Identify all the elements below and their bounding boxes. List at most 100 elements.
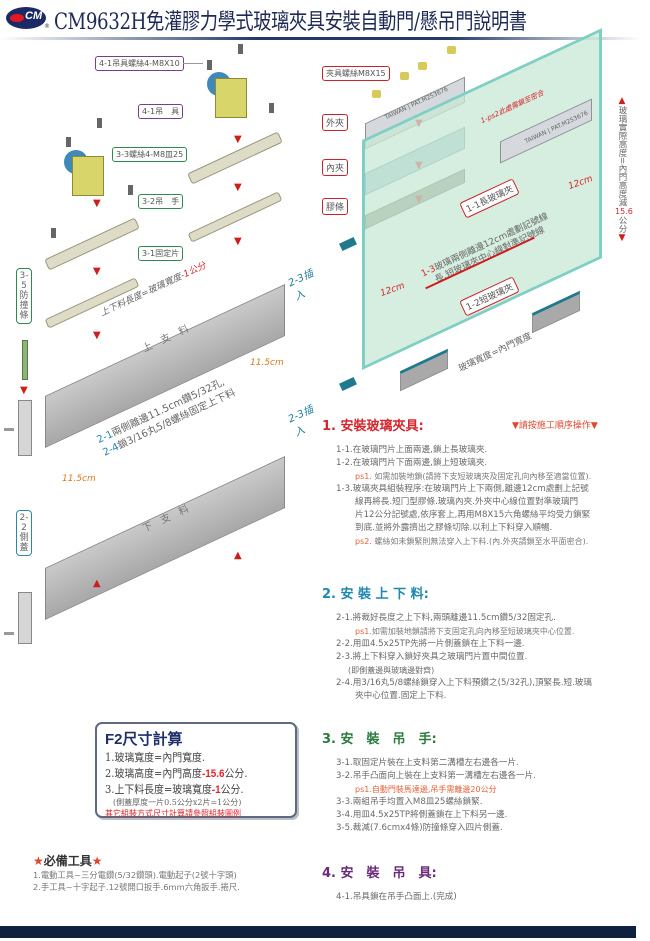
section-1-title: 1. 安裝玻璃夾具: (322, 419, 424, 434)
step-2-3: 2-3.將上下料穿入鎖好夾具之玻璃門片置中間位置. (336, 652, 528, 662)
label-hang-hand: 3-2吊 手 (138, 194, 184, 209)
hanger-assembly-right (205, 70, 251, 122)
step-3-4: 3-4.用皿4.5x25TP將側蓋鎖在上下料另一邊. (336, 810, 508, 820)
screw-icon (97, 118, 102, 128)
label-side-cover: 2-2 側 蓋 (16, 510, 32, 556)
f2-line-3-text: 3.上下料長度=玻璃寬度 (105, 783, 212, 796)
screw-icon (4, 428, 14, 431)
required-tools: ★必備工具★ 1.電動工具~三分電鑽(5/32鑽頭).電動起子(2號十字頭) 2… (33, 852, 323, 893)
ps-label: ps1. (355, 472, 372, 481)
label-fixing-plate: 3-1固定片 (138, 246, 184, 261)
section-3-lines: 3-1.取固定片裝在上支料第二溝槽左右邊各一片. 3-2.吊手凸面向上裝在上支料… (322, 757, 642, 835)
f2-red-note: 其它組裝方式尺寸計算請參照組裝圖例 (105, 809, 241, 818)
screw-icon (66, 137, 71, 147)
exploded-diagram-left: 4-1吊具螺絲4-M8X10 4-1吊 具 3-3螺絲4-M8皿25 3-2吊 … (0, 40, 320, 644)
registered-mark: ® (44, 23, 50, 30)
ps-3-1: ps1.自動門裝馬達邊,吊手需離邊20公分 (336, 783, 642, 796)
section-install-hang-hands: 3. 安 裝 吊 手: 3-1.取固定片裝在上支料第二溝槽左右邊各一片. 3-2… (322, 728, 642, 835)
step-3-5: 3-5.裁減(7.6cmx4條)防撞條穿入四片側蓋. (336, 823, 503, 833)
step-1-3-cont-1: 線再將長.短冂型膠條.玻璃內夾.外夾中心線位置對準玻璃門 (355, 497, 579, 507)
section-install-rails: 2. 安 裝 上 下 料: 2-1.將裁好長度之上下料,兩頭離邊11.5cm鑽5… (322, 583, 642, 703)
screw-icon (207, 60, 212, 70)
f2-line-2-unit: 公分. (224, 767, 248, 780)
step-1-3-cont-2: 片12公分記號處,依序套上,再用M8X15六角螺絲平均受力鎖緊 (355, 510, 591, 520)
screw-icon (238, 44, 243, 54)
step-1-2: 1-2.在玻璃門片下面兩邊,鎖上短玻璃夾. (336, 458, 488, 468)
bracket-icon (72, 156, 104, 196)
logo-mark: CM (25, 10, 43, 22)
label-inner-clamp: 內夾 (322, 159, 349, 176)
title-divider (0, 37, 640, 40)
bolt-icon (447, 46, 456, 54)
section-2-lines: 2-1.將裁好長度之上下料,兩頭離邊11.5cm鑽5/32固定孔. ps1.如需… (322, 612, 642, 703)
rail-length-formula-value: -1公分 (179, 260, 208, 282)
down-arrow-icon: ▼ (93, 266, 101, 277)
tools-title: ★必備工具★ (33, 852, 323, 869)
tools-line-2: 2.手工具~十字起子.12號開口扳手.6mm六角扳手.捲尺. (33, 882, 240, 892)
down-arrow-icon: ▼ (234, 134, 242, 145)
f2-title: F2尺寸計算 (105, 731, 183, 748)
distance-11-5-lower: 11.5cm (62, 474, 96, 484)
step-1-1: 1-1.在玻璃門片上面兩邊,鎖上長玻璃夾. (336, 445, 488, 455)
down-arrow-icon: ▼ (93, 198, 101, 209)
step-3-2: 3-2.吊手凸面向上裝在上支料第一溝槽左右邊各一片. (336, 771, 536, 781)
glass-height-label: 玻璃實際高度=內門高度減 (617, 106, 627, 207)
label-screw-3-3: 3-3螺絲4-M8皿25 (112, 147, 188, 162)
f2-line-1: 1.玻璃寬度=內門寬度. (105, 751, 206, 764)
ps-label: ps2. (355, 537, 372, 546)
star-icon: ★ (33, 854, 44, 868)
ps-1-1: ps1. 如需加裝地鎖(請將下支短玻璃夾及固定孔向內移至適當位置). (336, 470, 642, 483)
label-bumper-strip: 3-5 防 撞 條 (16, 268, 32, 324)
down-arrow-icon: ▼ (234, 182, 242, 193)
screw-icon (4, 632, 14, 635)
ps-label: ps1. (355, 785, 372, 794)
insert-arrow-icon (339, 236, 357, 252)
glass-height-annotation: ▲ 玻璃實際高度=內門高度減 15.6 公分 ▼ (615, 96, 633, 243)
header: CM ® CM9632H免灌膠力學式玻璃夾具安裝自動門/懸吊門說明書 (0, 0, 650, 40)
label-clamp-screw: 夾具螺絲M8X15 (322, 66, 390, 81)
tools-title-text: 必備工具 (43, 854, 92, 868)
glass-height-unit: 公分 (617, 215, 627, 233)
ps-text: 自動門裝馬達邊,吊手需離邊20公分 (371, 785, 497, 794)
label-rubber-strip: 膠條 (322, 198, 349, 215)
f2-line-3: 3.上下料長度=玻璃寬度-1公分. (105, 781, 269, 797)
exploded-diagram-right: 夾具螺絲M8X15 外夾 內夾 膠條 TAIWAN | PAT.M253676 … (310, 28, 650, 420)
screw-icon (269, 103, 274, 113)
star-icon: ★ (91, 854, 103, 868)
section-4-title: 4. 安 裝 吊 具: (322, 866, 437, 881)
section-2-title: 2. 安 裝 上 下 料: (322, 587, 429, 602)
ps-text: 螺絲如未鎖緊則無法穿入上下料.(內.外夾請鎖至水平面密合). (371, 537, 589, 546)
side-cover-top (18, 400, 32, 456)
bracket-icon (215, 78, 247, 118)
section-4-lines: 4-1.吊具鎖在吊手凸面上.(完成) (322, 891, 642, 904)
down-arrow-icon: ▼ (234, 236, 242, 247)
bolt-icon (372, 90, 381, 98)
up-arrow-icon: ▲ (234, 550, 242, 561)
ps-2-1: ps1.如需加裝地鎖請將下支固定孔向內移至短玻璃夾中心位置. (336, 625, 642, 638)
step-2-3-note: (即側蓋邊與玻璃邊對齊) (348, 666, 435, 675)
page-title: CM9632H免灌膠力學式玻璃夾具安裝自動門/懸吊門說明書 (54, 10, 527, 35)
bumper-strip (22, 340, 28, 380)
brand-logo: CM (6, 7, 46, 29)
section-3-title: 3. 安 裝 吊 手: (322, 732, 437, 747)
f2-line-2-text: 2.玻璃高度=內門高度 (105, 767, 202, 780)
glass-width-label: 玻璃寬度=內門寬度 (457, 331, 534, 375)
down-arrow-icon: ▼ (618, 232, 626, 243)
step-3-1: 3-1.取固定片裝在上支料第二溝槽左右邊各一片. (336, 758, 519, 768)
step-1-3: 1-3.玻璃夾具組裝程序:在玻璃門片上下兩側,離邊12cm處劃上記號 (336, 484, 589, 494)
leader-line (183, 63, 203, 64)
section-1-lines: 1-1.在玻璃門片上面兩邊,鎖上長玻璃夾. 1-2.在玻璃門片下面兩邊,鎖上短玻… (322, 444, 642, 548)
section-install-hangers: 4. 安 裝 吊 具: 4-1.吊具鎖在吊手凸面上.(完成) (322, 862, 642, 904)
order-note: ▼請按施工順序操作▼ (512, 421, 598, 431)
step-2-4-cont: 夾中心位置.固定上下料. (355, 691, 447, 701)
short-clamp-left (400, 348, 448, 392)
ps-text: 如需加裝地鎖(請將下支短玻璃夾及固定孔向內移至適當位置). (371, 472, 592, 481)
f2-line-3-unit: 公分. (220, 783, 244, 796)
short-clamp-right (532, 290, 580, 334)
f2-line-2-value: -15.6 (201, 768, 225, 780)
label-outer-clamp: 外夾 (322, 114, 349, 131)
logo-red-dot (10, 14, 24, 22)
step-2-1: 2-1.將裁好長度之上下料,兩頭離邊11.5cm鑽5/32固定孔. (336, 613, 556, 623)
glass-height-value: 15.6 (615, 206, 633, 216)
hanger-assembly-left (62, 148, 108, 200)
